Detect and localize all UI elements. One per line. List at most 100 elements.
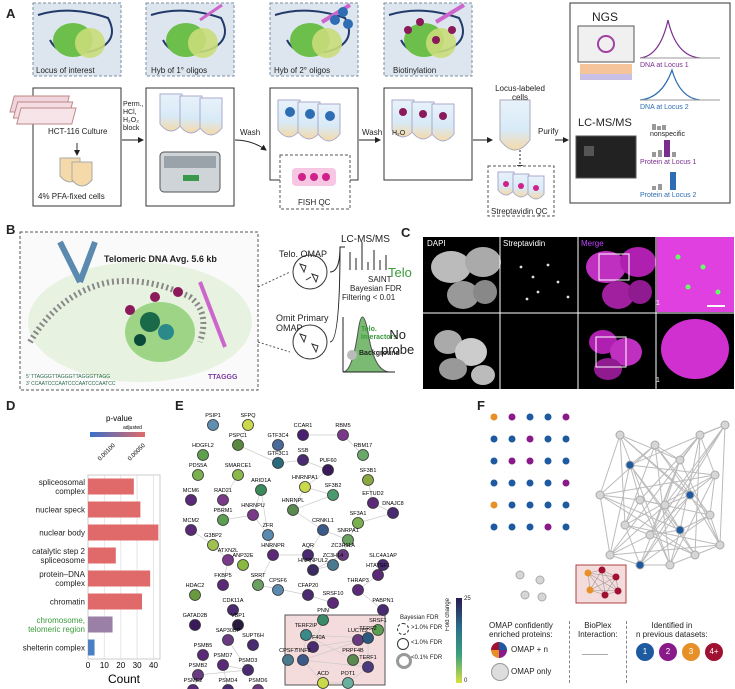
bar <box>88 547 116 564</box>
x-tick-label: 30 <box>133 661 142 670</box>
node <box>299 481 311 493</box>
node <box>352 584 364 596</box>
edge <box>629 464 641 501</box>
node-label: AQR <box>302 543 314 549</box>
ms-spectrum <box>349 242 387 270</box>
node-label: TERF1 <box>359 655 376 661</box>
edge <box>709 514 721 546</box>
legend-sub: adjusted <box>123 425 142 431</box>
fc-tick-0: 0 <box>464 678 468 684</box>
inset-label-2: 1 <box>656 377 660 384</box>
edge <box>587 572 619 592</box>
node <box>327 489 339 501</box>
node-label: POT1 <box>341 671 355 677</box>
node-label: CFAP20 <box>298 583 318 589</box>
node <box>352 517 364 529</box>
ms-bars-locus1 <box>652 140 676 157</box>
saint-label: SAINT <box>368 275 392 284</box>
node-label: FKBP5 <box>214 573 231 579</box>
node <box>307 641 319 653</box>
node-label: PUF60 <box>319 458 336 464</box>
node <box>222 684 234 689</box>
category-label: chromosome, <box>37 616 85 625</box>
fdr-title: Bayesian FDR <box>400 615 439 621</box>
edge <box>357 512 394 524</box>
edge <box>589 576 617 591</box>
node <box>690 550 700 560</box>
node <box>337 429 349 441</box>
f-divider-2 <box>626 621 628 683</box>
network-f <box>490 413 730 604</box>
node <box>337 549 349 561</box>
node <box>187 684 199 689</box>
legend-tick-2: 0.00050 <box>127 442 147 462</box>
microscopy-grid <box>423 237 734 389</box>
node-label: PNN <box>317 608 329 614</box>
node-label: SMARCE1 <box>225 463 252 469</box>
node <box>675 525 685 535</box>
node <box>508 523 516 531</box>
node <box>614 587 622 595</box>
node <box>675 455 685 465</box>
node <box>297 454 309 466</box>
node-label: EFTUD2 <box>362 491 383 497</box>
node <box>665 560 675 570</box>
edge <box>619 434 671 566</box>
prot1-label: Protein at Locus 1 <box>640 159 697 166</box>
edge <box>609 534 651 556</box>
node-label: ARID1A <box>251 478 271 484</box>
box-label-4: Biotinylation <box>393 66 437 75</box>
node-label: PSME2 <box>184 678 203 684</box>
node <box>362 474 374 486</box>
fold-change-title: Fold change <box>445 598 451 632</box>
node <box>526 435 534 443</box>
node <box>625 460 635 470</box>
edge <box>679 514 711 531</box>
node-label: PSIP1 <box>205 413 221 419</box>
edge <box>237 444 279 464</box>
node-label: GTF3C4 <box>267 433 288 439</box>
node-label: DNAJC8 <box>382 501 403 507</box>
fdr-2: <1.0% FDR <box>411 640 443 646</box>
node <box>705 510 715 520</box>
count-1: 1 <box>636 643 654 661</box>
node <box>347 654 359 666</box>
edge <box>689 474 716 496</box>
node-label: GATAD2B <box>183 613 208 619</box>
node <box>562 501 570 509</box>
purify-label: Purify <box>538 127 559 136</box>
node <box>207 539 219 551</box>
node <box>232 439 244 451</box>
edge <box>649 529 681 536</box>
dapi-telo <box>431 247 501 309</box>
node <box>372 569 384 581</box>
node-label: SF3B2 <box>325 483 342 489</box>
node-label: MCM6 <box>183 488 199 494</box>
node <box>217 514 229 526</box>
node <box>317 524 329 536</box>
node <box>377 604 389 616</box>
node <box>185 524 197 536</box>
node-label: ZFR <box>263 523 274 529</box>
background-label: Background <box>359 350 400 357</box>
node-label: SLC4A1AP <box>369 553 397 559</box>
node <box>357 449 369 461</box>
edge <box>609 544 721 556</box>
node-label: HNRNPU <box>241 503 265 509</box>
node <box>207 419 219 431</box>
node <box>508 479 516 487</box>
edge <box>649 424 726 536</box>
node <box>508 501 516 509</box>
category-label: spliceosome <box>41 556 86 565</box>
bar <box>88 570 151 587</box>
edge <box>629 464 696 556</box>
node-label: CPSF6 <box>269 578 287 584</box>
node <box>317 614 329 626</box>
lcms-b-label: LC-MS/MS <box>341 234 390 245</box>
node <box>544 413 552 421</box>
col-merge: Merge <box>581 239 604 248</box>
node <box>189 589 201 601</box>
panel-label-a: A <box>6 6 16 21</box>
node-label: PSMD4 <box>219 678 238 684</box>
